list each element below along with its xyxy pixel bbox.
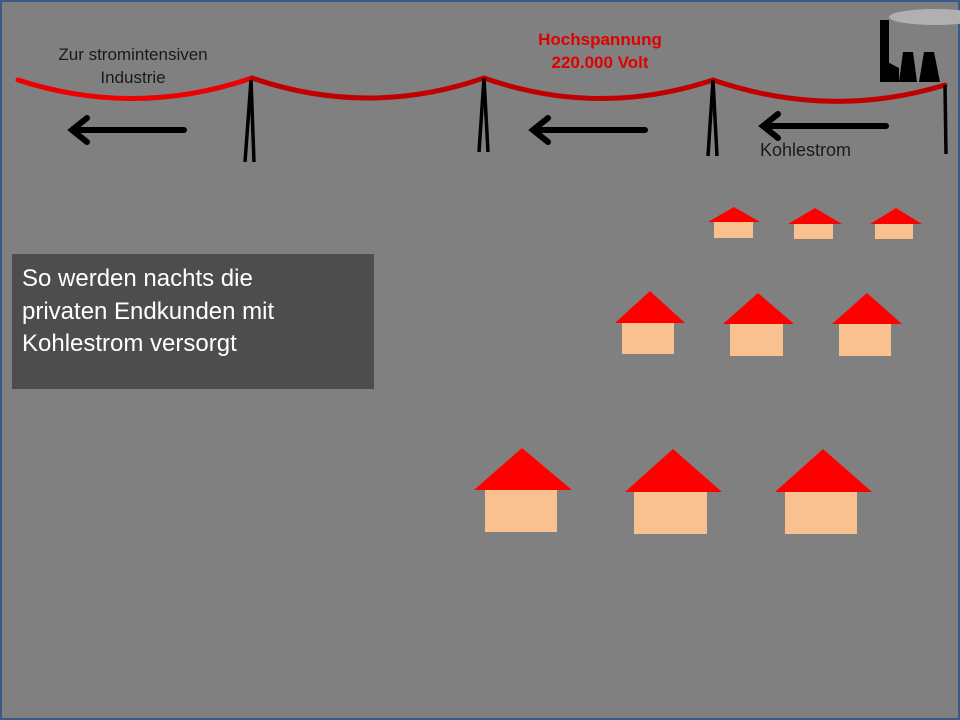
moon-icon (354, 14, 393, 63)
pylon-icon (243, 79, 256, 163)
voltage-label: Hochspannung 220.000 Volt (500, 29, 700, 75)
factory-icon (880, 20, 940, 82)
source-label: Kohlestrom (760, 140, 852, 160)
voltage-label-line2: 220.000 Volt (551, 52, 649, 72)
arrow-left-icon (758, 111, 889, 141)
info-line2: privaten Endkunden mit (22, 297, 275, 325)
house-icon (832, 293, 902, 356)
arrow-left-icon (528, 115, 648, 145)
house-icon (775, 449, 872, 534)
industry-label: Zur stromintensiven Industrie (18, 44, 248, 90)
house-icon (708, 207, 760, 238)
pylon-icon (943, 84, 948, 155)
house-icon (615, 291, 685, 354)
house-icon (870, 208, 922, 239)
voltage-label-line1: Hochspannung (538, 30, 662, 49)
info-box: So werden nachts die privaten Endkunden … (12, 254, 374, 389)
house-icon (625, 449, 722, 534)
house-icon (788, 208, 842, 239)
industry-label-line2: Industrie (100, 67, 166, 87)
info-line3: Kohlestrom versorgt (22, 330, 237, 358)
smoke-icon (889, 9, 960, 25)
power-line (15, 75, 948, 104)
house-icon (474, 448, 572, 532)
industry-label-line1: Zur stromintensiven (58, 45, 208, 64)
pylon-icon (477, 77, 490, 153)
pylon-icon (706, 79, 719, 157)
house-icon (723, 293, 794, 356)
arrow-left-icon (67, 115, 187, 145)
info-line1: So werden nachts die (22, 265, 253, 292)
